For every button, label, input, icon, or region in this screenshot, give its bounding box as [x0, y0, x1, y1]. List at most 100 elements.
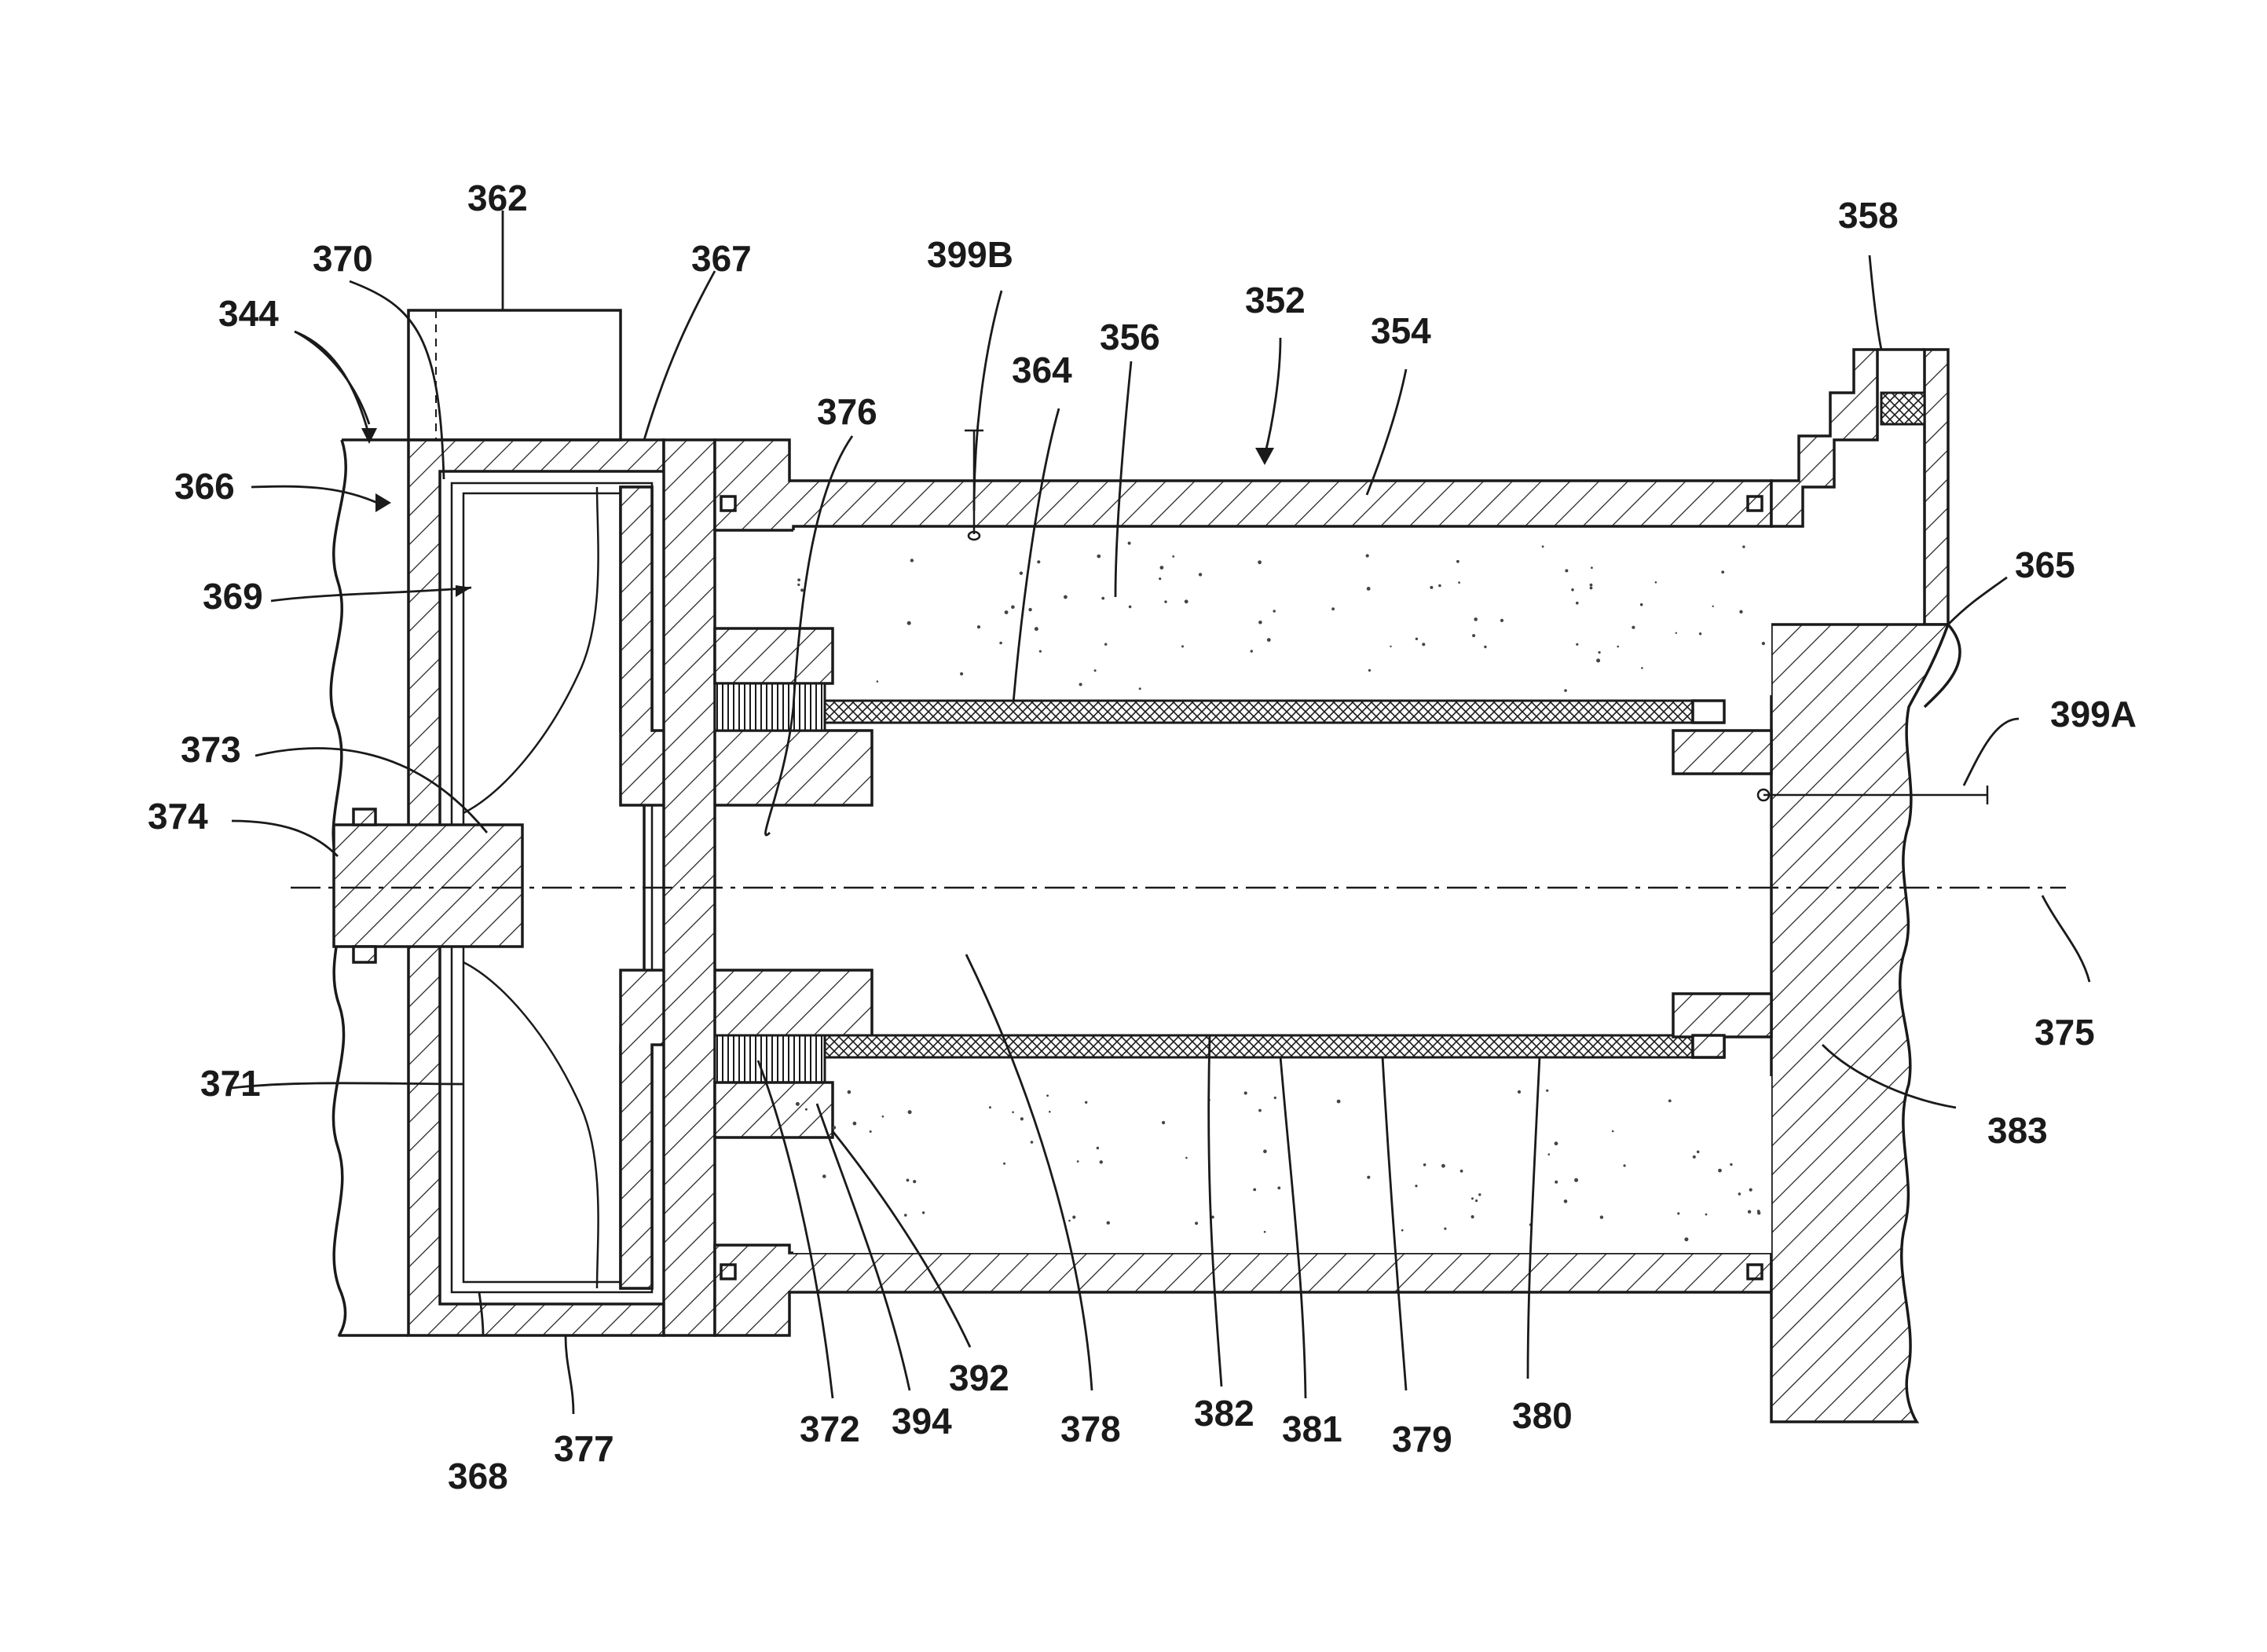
speckle-dot: [1172, 555, 1175, 558]
speckle-dot: [1263, 1149, 1267, 1153]
speckle-dot: [1162, 1121, 1166, 1125]
speckle-dot: [1517, 1090, 1522, 1094]
label-378: 378: [1060, 1408, 1121, 1449]
speckle-dot: [1195, 1222, 1199, 1225]
speckle-dot: [1641, 667, 1643, 669]
speckle-dot: [804, 1108, 808, 1111]
speckle-dot: [976, 625, 981, 629]
label-352: 352: [1245, 280, 1306, 321]
speckle-dot: [1030, 1141, 1034, 1144]
speckle-dot: [1128, 605, 1132, 609]
speckle-dot: [1159, 577, 1162, 581]
label-382: 382: [1194, 1393, 1254, 1434]
speckle-dot: [1253, 1188, 1257, 1192]
speckle-dot: [1589, 583, 1593, 587]
upper-seal-ring: [713, 627, 834, 685]
speckle-dot: [1623, 1164, 1626, 1167]
speckle-dot: [906, 621, 911, 625]
speckle-dot: [1599, 1215, 1604, 1219]
speckle-dot: [921, 1211, 925, 1214]
label-392: 392: [949, 1357, 1009, 1398]
speckle-dot: [1677, 1212, 1680, 1215]
label-368: 368: [448, 1456, 508, 1496]
speckle-dot: [1184, 599, 1188, 604]
filter-medium-lower: [793, 1076, 1771, 1253]
lower-flow-bracket: [619, 969, 873, 1290]
speckle-dot: [1576, 601, 1579, 605]
speckle-dot: [1749, 1188, 1752, 1192]
speckle-dot: [1085, 1101, 1088, 1104]
speckle-dot: [1367, 1175, 1371, 1179]
speckle-dot: [907, 1110, 912, 1115]
speckle-dot: [1547, 1153, 1551, 1156]
lower-screen: [823, 1034, 1694, 1059]
speckle-dot: [1368, 668, 1372, 672]
speckle-dot: [1571, 588, 1574, 592]
speckle-dot: [1038, 650, 1042, 653]
speckle-dot: [1458, 581, 1460, 584]
speckle-dot: [1243, 1091, 1247, 1095]
speckle-dot: [1617, 645, 1619, 648]
top-right-stepped-wall: [1770, 348, 1879, 528]
speckle-dot: [800, 588, 804, 592]
speckle-dot: [1415, 637, 1419, 640]
speckle-dot: [1738, 1192, 1741, 1196]
label-383: 383: [1987, 1110, 2048, 1151]
label-399a: 399A: [2050, 694, 2137, 734]
speckle-dot: [1591, 566, 1593, 570]
label-366: 366: [174, 466, 235, 507]
label-364: 364: [1012, 350, 1072, 390]
speckle-dot: [1541, 545, 1544, 548]
label-373: 373: [181, 729, 241, 770]
speckle-dot: [1596, 658, 1601, 663]
label-370: 370: [313, 238, 373, 279]
speckle-dot: [1019, 571, 1024, 575]
label-354: 354: [1371, 310, 1431, 351]
speckle-dot: [881, 1115, 884, 1118]
speckle-dot: [1003, 1162, 1006, 1165]
speckle-dot: [1598, 650, 1601, 654]
speckle-dot: [1564, 689, 1567, 692]
speckle-dot: [1444, 1227, 1447, 1230]
label-369: 369: [203, 576, 263, 617]
speckle-dot: [1266, 638, 1271, 642]
speckle-dot: [1028, 607, 1032, 612]
speckle-dot: [1011, 605, 1015, 610]
speckle-dot: [795, 1101, 800, 1106]
speckle-dot: [1576, 643, 1579, 646]
label-376: 376: [817, 391, 877, 432]
speckle-dot: [1459, 1169, 1463, 1173]
label-371: 371: [200, 1063, 261, 1104]
label-379: 379: [1392, 1419, 1452, 1460]
speckle-dot: [1185, 1156, 1188, 1159]
speckle-dot: [1632, 625, 1635, 629]
label-367: 367: [691, 238, 752, 279]
probe-399b: [965, 429, 983, 541]
speckle-dot: [1273, 1096, 1276, 1100]
speckle-dot: [1423, 1163, 1426, 1167]
speckle-dot: [1757, 1211, 1761, 1215]
upper-seal-coil: [713, 682, 826, 732]
speckle-dot: [1474, 617, 1478, 621]
speckle-dot: [1401, 1229, 1404, 1232]
speckle-dot: [1258, 621, 1262, 625]
speckle-dot: [1611, 1130, 1614, 1133]
speckle-dot: [1422, 643, 1426, 647]
speckle-dot: [1654, 581, 1657, 584]
speckle-dot: [1555, 1180, 1558, 1184]
speckle-dot: [1068, 1219, 1071, 1222]
speckle-dot: [1471, 1197, 1474, 1200]
speckle-dot: [869, 1130, 872, 1133]
speckle-dot: [1438, 584, 1441, 588]
inlet-port: [407, 309, 622, 441]
filter-speckles: [795, 541, 1765, 1242]
label-358: 358: [1838, 195, 1899, 236]
speckle-dot: [1554, 1141, 1558, 1146]
speckle-dot: [1739, 610, 1743, 614]
leader-lines: [231, 210, 2091, 1415]
speckle-dot: [1099, 1160, 1104, 1164]
label-344: 344: [218, 293, 279, 334]
speckle-dot: [910, 559, 914, 562]
speckle-dot: [1101, 596, 1105, 600]
